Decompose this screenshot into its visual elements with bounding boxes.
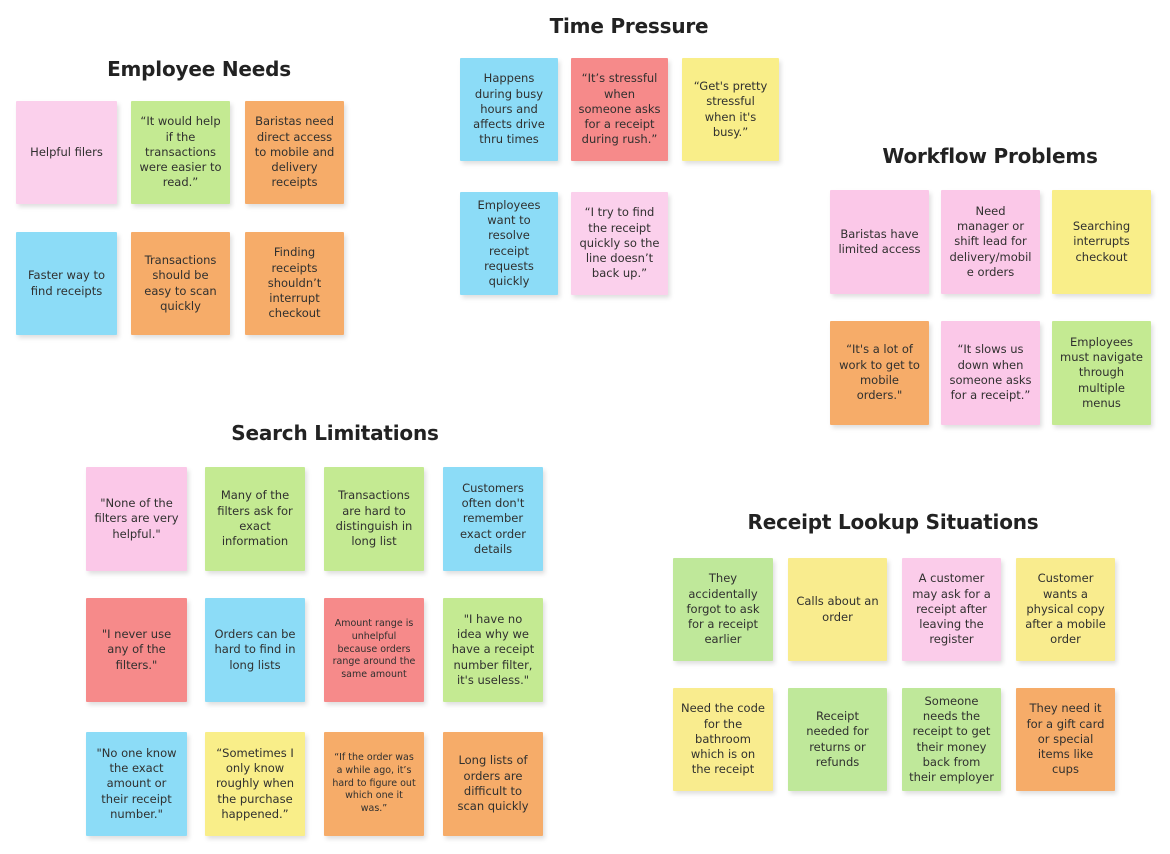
sticky-note[interactable]: Baristas have limited access xyxy=(830,190,929,294)
sticky-note-text: Need manager or shift lead for delivery/… xyxy=(949,203,1032,279)
sticky-note[interactable]: “It slows us down when someone asks for … xyxy=(941,321,1040,425)
sticky-note[interactable]: “If the order was a while ago, it’s hard… xyxy=(324,732,424,836)
sticky-note[interactable]: Helpful filers xyxy=(16,101,117,204)
sticky-note-text: Calls about an order xyxy=(796,594,879,624)
sticky-note-text: "I have no idea why we have a receipt nu… xyxy=(451,611,535,687)
sticky-note-text: Helpful filers xyxy=(30,144,103,159)
sticky-note-text: Customers often don't remember exact ord… xyxy=(460,480,526,556)
sticky-note-text: They need it for a gift card or special … xyxy=(1026,701,1105,777)
sticky-note[interactable]: “It’s stressful when someone asks for a … xyxy=(571,58,668,161)
sticky-note-text: Baristas need direct access to mobile an… xyxy=(254,114,335,190)
sticky-note-text: “Sometimes I only know roughly when the … xyxy=(215,745,295,821)
sticky-note[interactable]: Orders can be hard to find in long lists xyxy=(205,598,305,702)
sticky-note[interactable]: Customers often don't remember exact ord… xyxy=(443,467,543,571)
cluster-title-search-limitations: Search Limitations xyxy=(231,421,439,445)
sticky-note-text: “It's a lot of work to get to mobile ord… xyxy=(839,342,920,403)
sticky-note[interactable]: Employees must navigate through multiple… xyxy=(1052,321,1151,425)
sticky-note-text: Customer wants a physical copy after a m… xyxy=(1025,571,1106,647)
sticky-note[interactable]: Finding receipts shouldn’t interrupt che… xyxy=(245,232,344,335)
sticky-note-text: “It’s stressful when someone asks for a … xyxy=(578,71,661,147)
sticky-note[interactable]: Long lists of orders are difficult to sc… xyxy=(443,732,543,836)
sticky-note-text: “Get's pretty stressful when it's busy.” xyxy=(693,78,768,139)
sticky-note[interactable]: "I never use any of the filters." xyxy=(86,598,187,702)
sticky-note[interactable]: "No one know the exact amount or their r… xyxy=(86,732,187,836)
sticky-note-text: Transactions are hard to distinguish in … xyxy=(335,488,413,549)
cluster-title-workflow-problems: Workflow Problems xyxy=(882,144,1098,168)
sticky-note-text: Amount range is unhelpful because orders… xyxy=(332,618,416,680)
sticky-note-text: "No one know the exact amount or their r… xyxy=(96,745,177,821)
sticky-note[interactable]: Calls about an order xyxy=(788,558,887,661)
sticky-note-text: "I never use any of the filters." xyxy=(101,627,172,672)
sticky-note-text: Employees want to resolve receipt reques… xyxy=(477,197,541,289)
sticky-note[interactable]: Baristas need direct access to mobile an… xyxy=(245,101,344,204)
sticky-note-text: Need the code for the bathroom which is … xyxy=(681,701,765,777)
sticky-note[interactable]: Many of the filters ask for exact inform… xyxy=(205,467,305,571)
sticky-note-text: “If the order was a while ago, it’s hard… xyxy=(332,752,416,814)
sticky-note-text: Happens during busy hours and affects dr… xyxy=(473,71,545,147)
sticky-note[interactable]: "None of the filters are very helpful." xyxy=(86,467,187,571)
sticky-note-text: “I try to find the receipt quickly so th… xyxy=(579,205,660,281)
sticky-note-text: Faster way to find receipts xyxy=(27,268,106,298)
sticky-note[interactable]: “It would help if the transactions were … xyxy=(131,101,230,204)
sticky-note-text: Orders can be hard to find in long lists xyxy=(214,627,296,672)
cluster-title-receipt-lookup-situations: Receipt Lookup Situations xyxy=(747,510,1039,534)
sticky-note[interactable]: Receipt needed for returns or refunds xyxy=(788,688,887,791)
sticky-note[interactable]: Happens during busy hours and affects dr… xyxy=(460,58,558,161)
sticky-note-text: Transactions should be easy to scan quic… xyxy=(144,252,217,313)
sticky-note-text: A customer may ask for a receipt after l… xyxy=(912,571,991,647)
sticky-note[interactable]: Amount range is unhelpful because orders… xyxy=(324,598,424,702)
sticky-note[interactable]: “Sometimes I only know roughly when the … xyxy=(205,732,305,836)
sticky-note[interactable]: Someone needs the receipt to get their m… xyxy=(902,688,1001,791)
cluster-title-time-pressure: Time Pressure xyxy=(549,14,709,38)
sticky-note[interactable]: “Get's pretty stressful when it's busy.” xyxy=(682,58,779,161)
sticky-note-text: Receipt needed for returns or refunds xyxy=(806,708,869,769)
sticky-note[interactable]: Customer wants a physical copy after a m… xyxy=(1016,558,1115,661)
sticky-note-text: Finding receipts shouldn’t interrupt che… xyxy=(267,245,322,321)
sticky-note-text: Searching interrupts checkout xyxy=(1072,219,1131,264)
sticky-note[interactable]: Employees want to resolve receipt reques… xyxy=(460,192,558,295)
sticky-note[interactable]: Need the code for the bathroom which is … xyxy=(673,688,773,791)
sticky-note-text: Someone needs the receipt to get their m… xyxy=(909,693,994,785)
sticky-note[interactable]: “It's a lot of work to get to mobile ord… xyxy=(830,321,929,425)
sticky-note[interactable]: A customer may ask for a receipt after l… xyxy=(902,558,1001,661)
sticky-note[interactable]: They need it for a gift card or special … xyxy=(1016,688,1115,791)
sticky-note-text: Employees must navigate through multiple… xyxy=(1060,334,1143,410)
sticky-note[interactable]: Transactions are hard to distinguish in … xyxy=(324,467,424,571)
sticky-note[interactable]: Searching interrupts checkout xyxy=(1052,190,1151,294)
sticky-note-text: Long lists of orders are difficult to sc… xyxy=(457,753,529,814)
sticky-note[interactable]: "I have no idea why we have a receipt nu… xyxy=(443,598,543,702)
sticky-note-text: “It slows us down when someone asks for … xyxy=(949,342,1032,403)
sticky-note[interactable]: “I try to find the receipt quickly so th… xyxy=(571,192,668,295)
sticky-note[interactable]: Faster way to find receipts xyxy=(16,232,117,335)
sticky-note[interactable]: They accidentally forgot to ask for a re… xyxy=(673,558,773,661)
sticky-note-text: Many of the filters ask for exact inform… xyxy=(217,488,293,549)
sticky-note[interactable]: Transactions should be easy to scan quic… xyxy=(131,232,230,335)
sticky-note-text: They accidentally forgot to ask for a re… xyxy=(686,571,760,647)
cluster-title-employee-needs: Employee Needs xyxy=(107,57,291,81)
sticky-note-text: “It would help if the transactions were … xyxy=(139,114,222,190)
sticky-note-text: "None of the filters are very helpful." xyxy=(94,496,179,541)
sticky-note[interactable]: Need manager or shift lead for delivery/… xyxy=(941,190,1040,294)
sticky-note-text: Baristas have limited access xyxy=(838,226,921,256)
